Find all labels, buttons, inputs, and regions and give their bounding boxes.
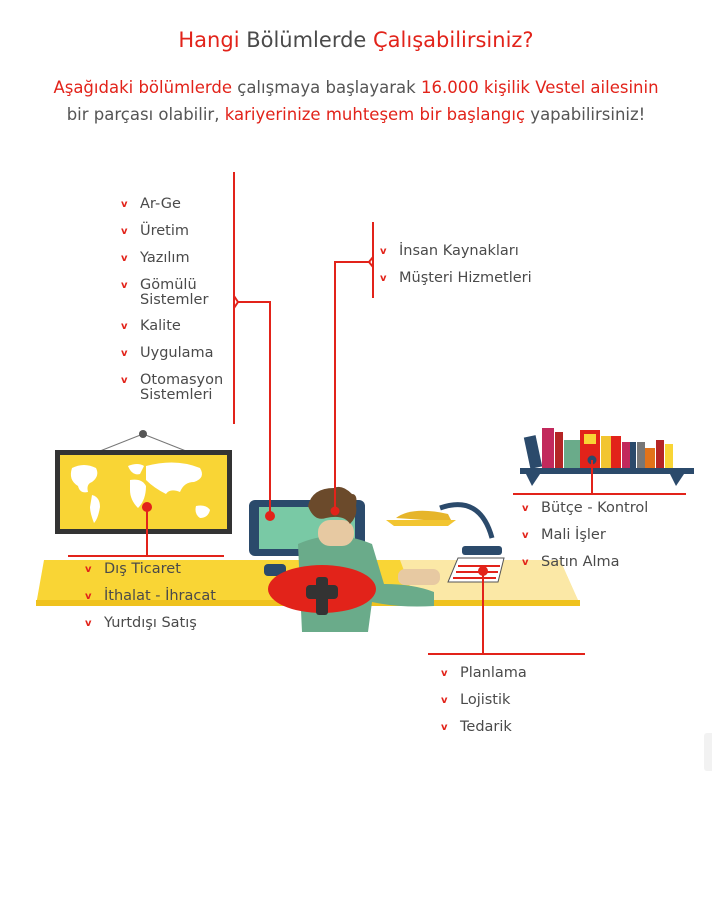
bullet-icon: v [121,348,128,359]
list-item: v Tedarik [441,720,591,747]
bullet-icon: v [441,695,448,706]
page-title: Hangi Bölümlerde Çalışabilirsiniz? [0,28,712,52]
list-item: v İthalat - İhracat [85,589,265,616]
scroll-handle[interactable] [704,733,712,771]
intro-plain-2: bir parçası olabilir, [66,105,225,124]
calendar [447,557,505,583]
intro-red-3: kariyerinize muhteşem bir başlangıç [224,105,526,124]
desk-lamp [386,502,502,555]
list-item: v Mali İşler [522,528,702,555]
bullet-icon: v [522,503,529,514]
department-label: Dış Ticaret [104,561,181,577]
list-item: v Ar-Ge [121,197,241,224]
bullet-icon: v [522,557,529,568]
bullet-icon: v [121,321,128,332]
bullet-icon: v [380,273,387,284]
list-item: v Yurtdışı Satış [85,616,265,643]
department-label: İnsan Kaynakları [399,243,519,259]
bullet-icon: v [121,199,128,210]
list-item: v Uygulama [121,346,241,373]
list-item: v Otomasyon Sistemleri [121,373,250,405]
department-label: Kalite [140,318,181,334]
list-item: v Kalite [121,319,241,346]
bullet-icon: v [441,722,448,733]
intro-red-2: 16.000 kişilik Vestel ailesinin [420,78,659,97]
world-map [55,430,232,534]
list-item: v Yazılım [121,251,241,278]
bullet-icon: v [522,530,529,541]
list-item: v Satın Alma [522,555,702,582]
department-label: Üretim [140,223,190,239]
bullet-icon: v [121,253,128,264]
department-label: Bütçe - Kontrol [541,500,649,516]
department-label: Yazılım [140,250,190,266]
list-item: v Bütçe - Kontrol [522,501,702,528]
department-label: Mali İşler [541,527,606,543]
bullet-icon: v [85,618,92,629]
person [264,486,440,632]
list-item: v Müşteri Hizmetleri [380,271,580,298]
department-label: Gömülü Sistemler [140,277,209,308]
bookshelf [520,428,694,486]
list-item: v Gömülü Sistemler [121,278,226,319]
title-part-2: Bölümlerde [239,28,374,52]
title-part-3: Çalışabilirsiniz? [373,28,534,52]
department-label: Planlama [460,665,527,681]
intro-plain-3: yapabilirsiniz! [525,105,646,124]
department-label: İthalat - İhracat [104,588,216,604]
department-label: Satın Alma [541,554,620,570]
title-part-1: Hangi [178,28,240,52]
intro-plain-1: çalışmaya başlayarak [232,78,421,97]
intro-text: Aşağıdaki bölümlerde çalışmaya başlayara… [0,74,712,128]
department-label: Lojistik [460,692,511,708]
connector-lines [68,172,686,655]
bullet-icon: v [121,375,128,386]
department-label: Müşteri Hizmetleri [399,270,532,286]
list-item: v Planlama [441,666,591,693]
bullet-icon: v [380,246,387,257]
bullet-icon: v [85,564,92,575]
intro-red-1: Aşağıdaki bölümlerde [53,78,232,97]
bullet-icon: v [121,226,128,237]
list-item: v Lojistik [441,693,591,720]
bullet-icon: v [85,591,92,602]
department-label: Tedarik [460,719,512,735]
department-label: Uygulama [140,345,214,361]
list-item: v Dış Ticaret [85,562,265,589]
list-item: v Üretim [121,224,241,251]
department-label: Otomasyon Sistemleri [140,372,224,403]
department-label: Yurtdışı Satış [104,615,197,631]
department-label: Ar-Ge [140,196,181,212]
list-item: v İnsan Kaynakları [380,244,580,271]
bullet-icon: v [121,280,128,291]
bullet-icon: v [441,668,448,679]
